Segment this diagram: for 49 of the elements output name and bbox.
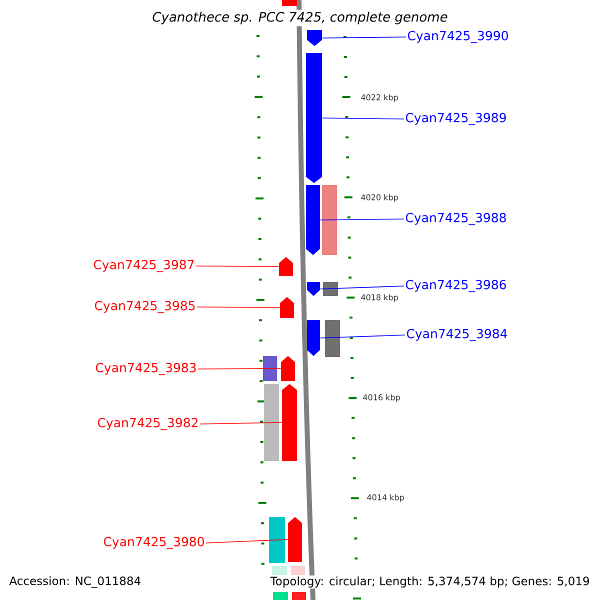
leader-line	[198, 368, 282, 370]
gene-bar	[272, 566, 287, 575]
gene-bar	[264, 384, 279, 461]
leader-line	[322, 36, 406, 38]
title: Cyanothece sp. PCC 7425, complete genome	[150, 10, 450, 26]
gene-label: Cyan7425_3987	[94, 260, 194, 272]
leader-line	[200, 422, 282, 424]
leader-line	[320, 286, 404, 290]
gene-label: Cyan7425_3982	[98, 418, 198, 430]
leader-line	[320, 218, 404, 220]
gene-label: Cyan7425_3984	[406, 328, 508, 342]
gene-bar	[323, 282, 338, 296]
gene-block	[306, 185, 320, 255]
gene-bar	[263, 356, 277, 381]
gene-bar	[269, 517, 285, 563]
gene-label: Cyan7425_3988	[406, 212, 506, 226]
leader-line	[196, 266, 280, 267]
gene-label: Cyan7425_3989	[406, 112, 506, 126]
gene-bar	[282, 0, 297, 6]
gene-bar	[292, 592, 306, 600]
gene-label: Cyan7425_3985	[94, 300, 195, 314]
scale-label: 4016 kbp	[363, 394, 400, 402]
scale-label: 4020 kbp	[361, 194, 398, 202]
leader-line	[322, 118, 404, 120]
gene-block	[307, 320, 320, 356]
gene-bar	[291, 566, 305, 575]
accession-text: Accession: NC_011884	[9, 576, 140, 588]
gene-block	[280, 297, 294, 318]
gene-bar	[322, 185, 337, 255]
leader-line	[206, 539, 288, 544]
gene-block	[288, 517, 302, 562]
gene-label: Cyan7425_3990	[408, 30, 508, 44]
scale-label: 4022 kbp	[361, 94, 398, 102]
gene-block	[307, 30, 322, 46]
leader-line	[196, 306, 280, 308]
gene-bar	[325, 320, 340, 357]
gene-label: Cyan7425_3986	[406, 280, 506, 292]
gene-block	[307, 282, 320, 296]
scale-label: 4018 kbp	[361, 294, 398, 302]
gene-block	[306, 53, 322, 183]
genome-summary: Topology: circular; Length: 5,374,574 bp; Genes: 5,019	[269, 575, 591, 589]
gene-block	[282, 384, 297, 461]
gene-label: Cyan7425_3983	[96, 362, 196, 376]
gene-block	[279, 257, 293, 276]
leader-line	[320, 334, 406, 338]
gene-bar	[273, 592, 288, 600]
gene-label: Cyan7425_3980	[104, 536, 204, 550]
scale-label: 4014 kbp	[367, 494, 404, 502]
gene-block	[281, 356, 295, 381]
